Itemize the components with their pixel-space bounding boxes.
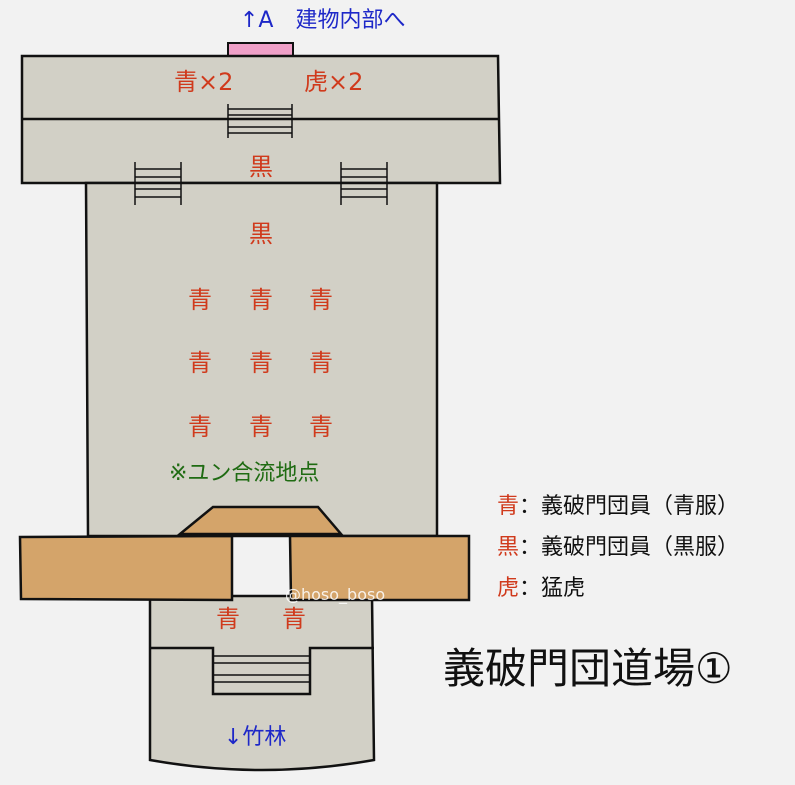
marker-blue: 青: [249, 286, 273, 314]
marker-black-2: 黒: [249, 220, 273, 248]
marker-blue: 青: [309, 413, 333, 441]
marker-blue: 青: [188, 349, 212, 377]
marker-blue: 青: [282, 605, 306, 633]
watermark: @hoso_boso: [285, 585, 386, 604]
bottom-corridor: [148, 594, 376, 772]
marker-blue: 青: [309, 349, 333, 377]
stairs-right: [340, 162, 388, 205]
legend-text: ：義破門団員（青服）: [519, 494, 740, 519]
legend-key: 黒: [497, 535, 520, 560]
marker-blue: 青: [309, 286, 333, 314]
marker-top-left: 青×2: [174, 68, 234, 96]
stairs-left: [134, 162, 182, 205]
exit-to-building[interactable]: ↑A 建物内部へ: [240, 8, 406, 33]
marker-blue: 青: [249, 413, 273, 441]
gate-beam-left: [18, 534, 234, 602]
merge-point-note: ※ユン合流地点: [169, 461, 320, 486]
marker-blue: 青: [188, 413, 212, 441]
marker-black-1: 黒: [249, 153, 273, 181]
exit-to-bamboo[interactable]: ↓竹林: [224, 725, 287, 750]
gate-beam-right: [288, 534, 471, 602]
legend-item-blue: 青：義破門団員（青服）: [497, 488, 739, 520]
legend-text: ：義破門団員（黒服）: [519, 535, 740, 560]
legend-key: 青: [497, 494, 520, 519]
legend-item-tiger: 虎：猛虎: [497, 570, 585, 602]
marker-top-right: 虎×2: [304, 68, 364, 96]
marker-blue: 青: [249, 349, 273, 377]
marker-blue: 青: [216, 605, 240, 633]
legend-text: ：猛虎: [519, 576, 586, 601]
legend-item-black: 黒：義破門団員（黒服）: [497, 529, 739, 561]
corridor-gap: [150, 646, 374, 696]
stairs-top: [227, 104, 293, 138]
stairs-bottom: [213, 655, 310, 683]
marker-blue: 青: [188, 286, 212, 314]
gate-ramp: [176, 505, 344, 536]
map-title: 義破門団道場①: [443, 644, 733, 693]
legend-key: 虎: [497, 576, 520, 601]
